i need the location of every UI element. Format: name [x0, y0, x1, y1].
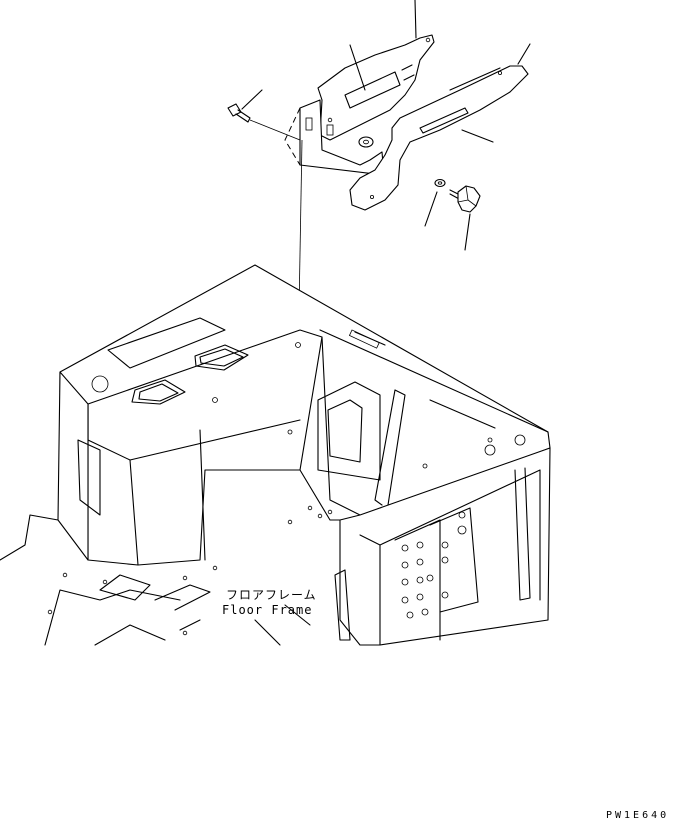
mounting-bracket	[284, 99, 385, 176]
floor-frame-label-jp: フロアフレーム	[226, 588, 317, 602]
cover-panel	[349, 43, 531, 211]
floor-frame	[0, 264, 551, 646]
washer	[424, 178, 446, 227]
drawing-code: PW1E640	[606, 810, 670, 821]
upper-bracket-plate	[317, 0, 435, 141]
knob	[449, 185, 481, 251]
bolt	[227, 89, 301, 141]
floor-frame-label-en: Floor Frame	[222, 603, 313, 617]
nut	[358, 136, 374, 148]
bolt-holes	[401, 434, 526, 619]
